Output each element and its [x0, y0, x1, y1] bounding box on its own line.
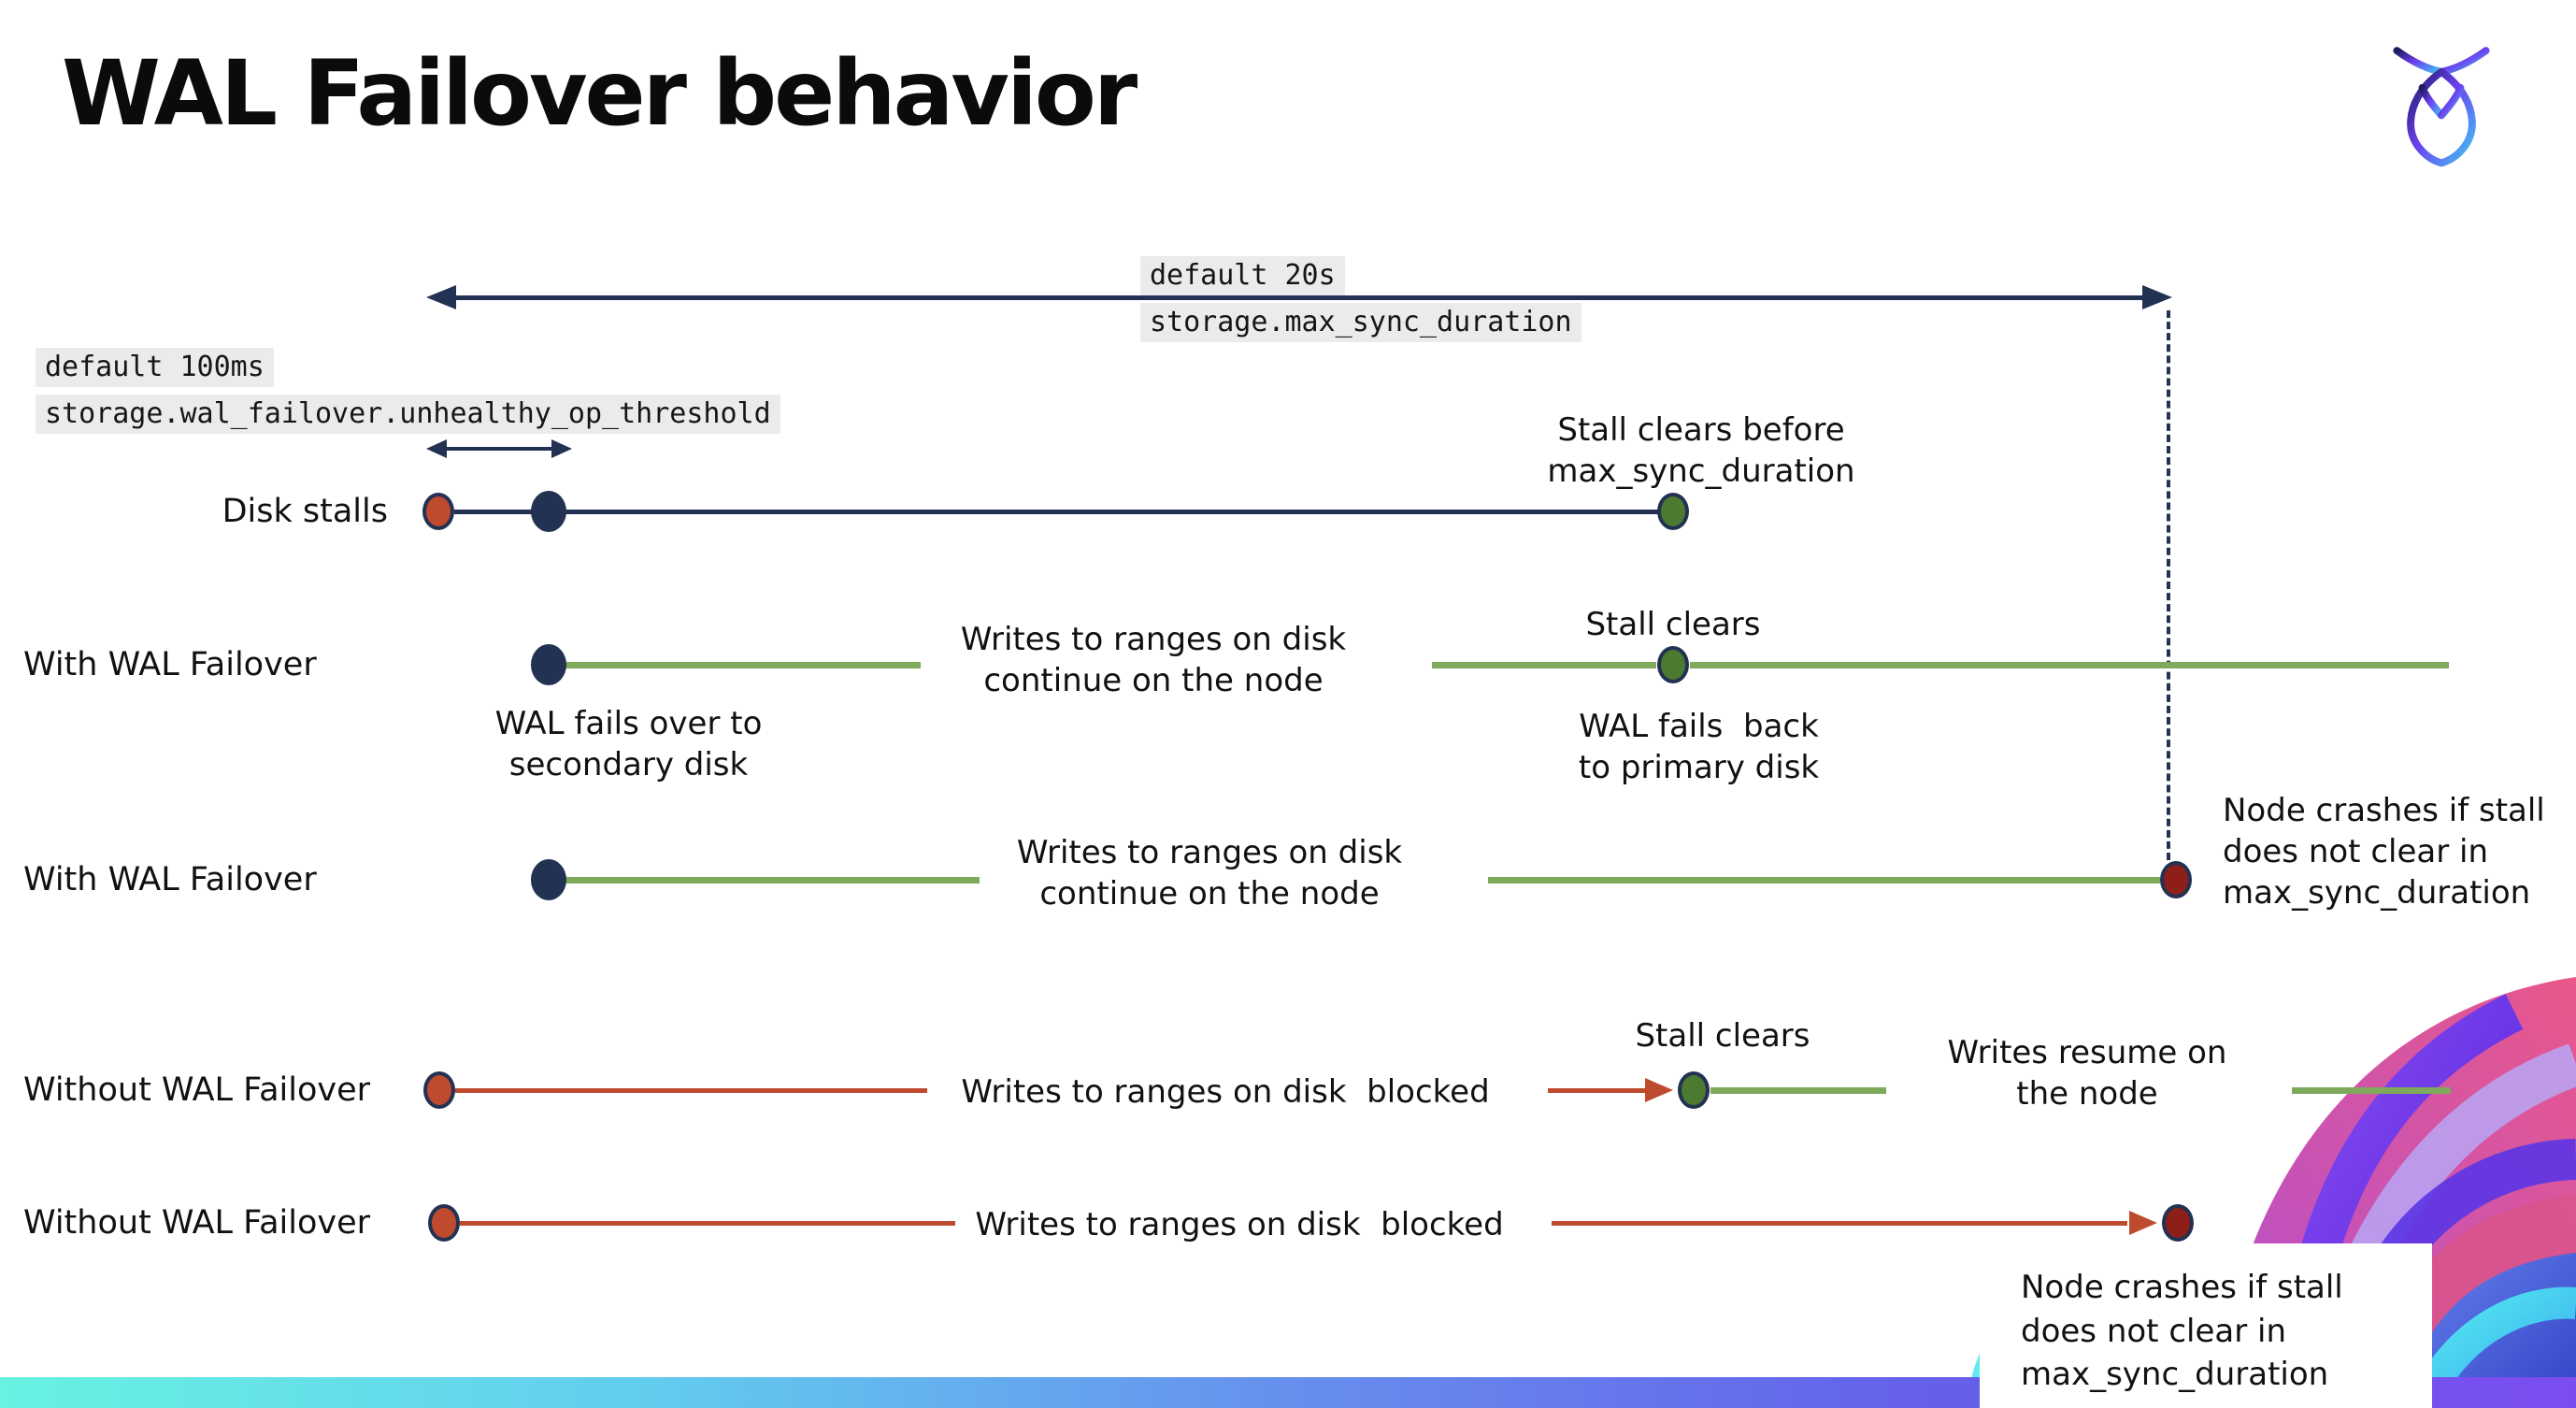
wal-failover2-green-line-1	[563, 877, 980, 884]
blocked-arrow-head-icon-2	[2129, 1211, 2157, 1235]
wal-failover1-green-line-1	[563, 662, 921, 668]
note-wal-fails-back: WAL fails back to primary disk	[1578, 708, 1820, 787]
failover-dot-2	[531, 859, 566, 900]
note-stall-clears-row2: Stall clears	[1585, 606, 1761, 643]
disk-stalls-line-2	[561, 510, 1658, 514]
without-wal1-red-line-1	[455, 1088, 927, 1093]
row-label-disk-stalls: Disk stalls	[222, 493, 388, 530]
without-wal1-red-line-2	[1548, 1088, 1656, 1093]
max-sync-duration-label-group: default 20s storage.max_sync_duration	[1140, 256, 1581, 342]
threshold-arrow-line	[439, 447, 563, 451]
max-sync-boundary-dashed-line	[2167, 310, 2170, 860]
stall-clears-dot-2	[1678, 1071, 1710, 1109]
threshold-arrow-left-head-icon	[426, 439, 447, 458]
threshold-label-group: default 100ms storage.wal_failover.unhea…	[36, 348, 780, 434]
without-wal1-green-line-1	[1710, 1087, 1886, 1094]
note-writes-blocked-row4: Writes to ranges on disk blocked	[961, 1073, 1490, 1111]
without-wal1-green-line-2	[2292, 1087, 2451, 1094]
wal-failover1-green-line-2	[1432, 662, 1656, 668]
max-sync-default-label: default 20s	[1140, 256, 1345, 295]
note-node-crashes-box: Node crashes if stall does not clear in …	[1980, 1243, 2432, 1408]
note-writes-continue-row2: Writes to ranges on disk continue on the…	[960, 621, 1347, 700]
note-wal-fails-over: WAL fails over to secondary disk	[494, 705, 763, 784]
threshold-arrow-right-head-icon	[551, 439, 572, 458]
node-crash-dot-2	[2162, 1204, 2194, 1242]
threshold-default-label: default 100ms	[36, 348, 274, 387]
blocked-arrow-head-icon-1	[1645, 1078, 1673, 1102]
note-writes-blocked-row5: Writes to ranges on disk blocked	[975, 1206, 1504, 1243]
wal-failover2-green-line-2	[1488, 877, 2160, 884]
arrow-left-head-icon	[426, 285, 456, 309]
failback-dot	[1657, 646, 1689, 683]
max-sync-duration-arrow-line	[441, 295, 2152, 300]
note-stall-clears-before: Stall clears before max_sync_duration	[1547, 411, 1855, 491]
arrow-right-head-icon	[2142, 285, 2172, 309]
page-title: WAL Failover behavior	[62, 41, 1138, 146]
stall-start-dot	[422, 493, 454, 530]
stall-start-dot-2	[423, 1071, 455, 1109]
note-stall-clears-row4: Stall clears	[1635, 1017, 1810, 1055]
note-writes-continue-row3: Writes to ranges on disk continue on the…	[1016, 834, 1403, 913]
stall-start-dot-3	[428, 1204, 460, 1242]
max-sync-setting-label: storage.max_sync_duration	[1140, 303, 1581, 342]
wal-failover1-green-line-3	[1690, 662, 2449, 668]
row-label-without-wal-failover-1: Without WAL Failover	[23, 1071, 371, 1109]
disk-stalls-line-1	[454, 510, 535, 514]
row-label-with-wal-failover-1: With WAL Failover	[23, 646, 317, 683]
stall-clears-dot	[1657, 493, 1689, 530]
row-label-without-wal-failover-2: Without WAL Failover	[23, 1204, 371, 1242]
threshold-setting-label: storage.wal_failover.unhealthy_op_thresh…	[36, 395, 780, 434]
note-node-crashes-row3: Node crashes if stall does not clear in …	[2223, 792, 2545, 912]
note-writes-resume: Writes resume on the node	[1947, 1034, 2227, 1113]
row-label-with-wal-failover-2: With WAL Failover	[23, 861, 317, 898]
failover-dot-1	[531, 644, 566, 685]
threshold-reached-dot	[531, 491, 566, 532]
without-wal2-red-line-2	[1552, 1221, 2127, 1226]
without-wal2-red-line-1	[460, 1221, 955, 1226]
cockroachdb-logo-icon	[2393, 47, 2490, 167]
node-crash-dot-1	[2160, 861, 2192, 898]
